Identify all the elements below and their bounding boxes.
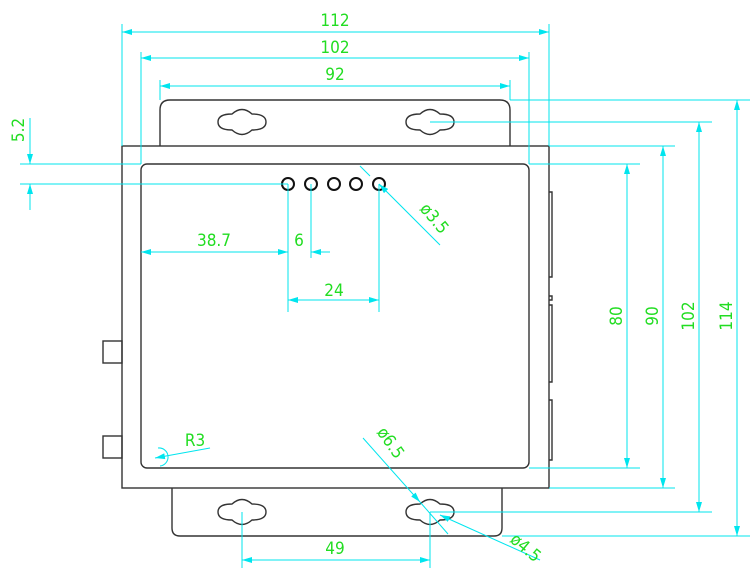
led-icon [327,177,341,191]
dim-slot-small-diameter: ø4.5 [506,530,545,567]
slot-icon [405,108,455,136]
dim-corner-radius: R3 [185,431,205,451]
dim-led-pitch: 6 [294,231,304,251]
dim-overall-height: 114 [717,301,737,330]
top-flange [159,99,511,146]
dimension-lines [20,24,750,568]
led-indicators [281,177,386,191]
bottom-flange [171,488,503,537]
left-connector-top [102,340,123,364]
dim-led-diameter: ø3.5 [415,199,452,238]
slot-icon [217,498,267,526]
dim-slot-large-diameter: ø6.5 [372,424,408,463]
right-side-ports [549,191,553,461]
dim-top-offset: 5.2 [9,118,29,142]
body-outer [121,145,550,489]
dim-overall-width: 112 [320,11,349,31]
dim-led-span: 24 [324,281,343,301]
left-connector-bottom [102,435,123,459]
dim-body-height: 90 [643,306,663,325]
dim-hole-spacing-height: 102 [679,301,699,330]
dim-panel-width: 102 [320,38,349,58]
dim-led-offset: 38.7 [197,231,231,251]
device-outline [102,99,553,537]
dim-hole-spacing-width: 49 [325,539,344,559]
dim-flange-width: 92 [325,65,344,85]
led-icon [349,177,363,191]
dimension-labels: 112 102 92 5.2 38.7 6 24 ø3.5 80 90 102 … [9,11,737,567]
dim-panel-height: 80 [607,306,627,325]
inner-panel [140,163,530,469]
slot-icon [217,108,267,136]
mounting-slots [217,108,455,526]
